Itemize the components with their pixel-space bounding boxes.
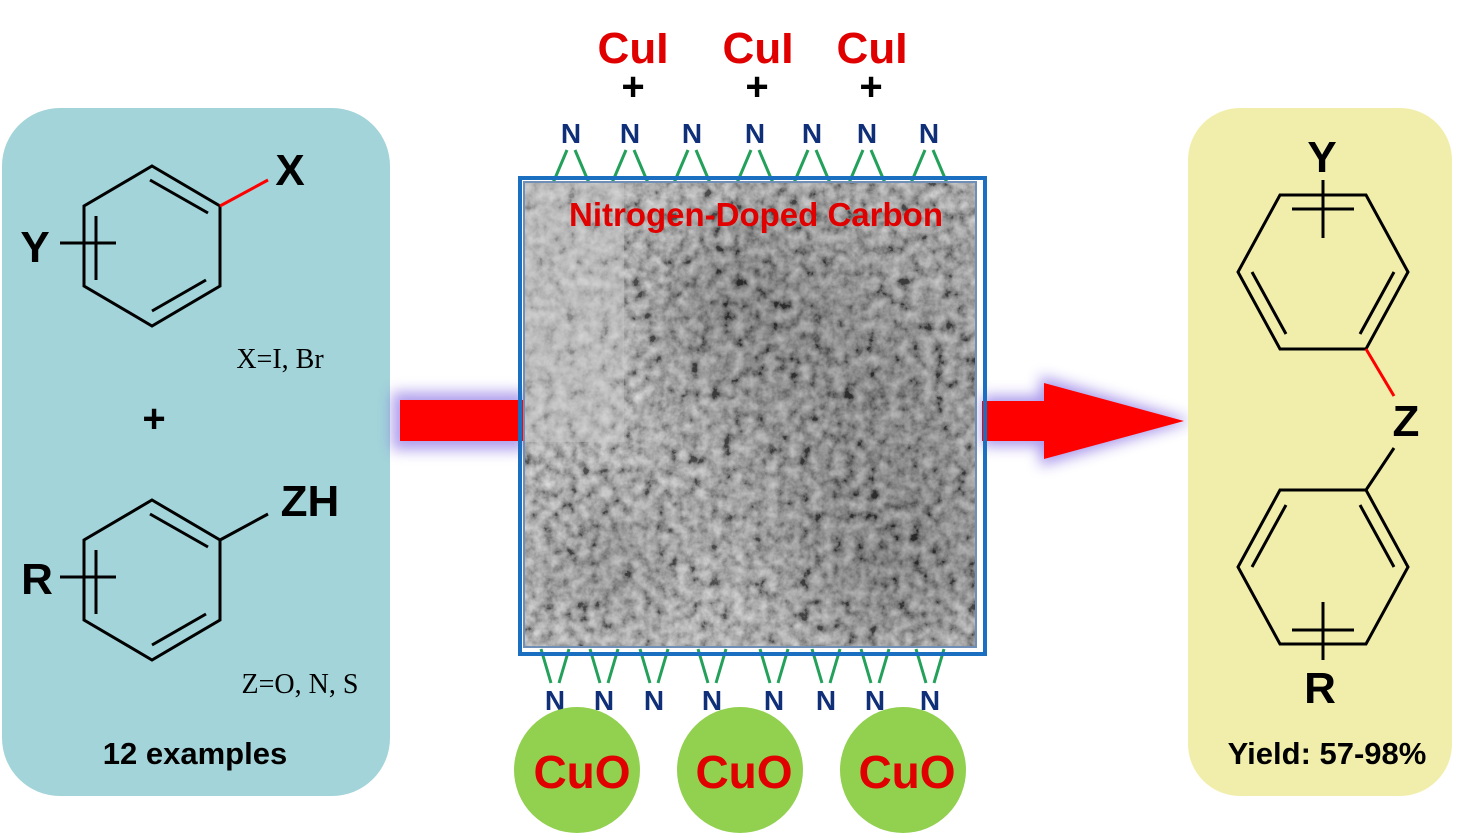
cuo-label: CuO	[533, 746, 630, 798]
nitrogen-atom: N	[545, 685, 565, 716]
nitrogen-atom: N	[764, 685, 784, 716]
nitrogen-atom: N	[702, 685, 722, 716]
nitrogen-atom: N	[816, 685, 836, 716]
yield-label: Yield: 57-98%	[1228, 736, 1427, 771]
nitrogen-atom: N	[865, 685, 885, 716]
plus-sign: +	[859, 65, 882, 109]
nitrogen-atom: N	[802, 118, 822, 149]
linker-z-label: Z	[1393, 397, 1420, 446]
cuo-label: CuO	[695, 746, 792, 798]
nitrogen-atom: N	[682, 118, 702, 149]
nitrogen-atom: N	[594, 685, 614, 716]
nitrogen-atom: N	[561, 118, 581, 149]
catalyst-title: Nitrogen-Doped Carbon	[569, 196, 943, 233]
product-substituent-y-label: Y	[1307, 133, 1336, 182]
nucleophile-label: ZH	[281, 477, 340, 526]
c-z-bond	[1364, 348, 1396, 397]
halide-condition-label: X=I, Br	[236, 344, 324, 375]
left-arrow	[392, 392, 527, 450]
catalyst-frame	[518, 176, 987, 656]
product-panel-background	[1188, 108, 1452, 796]
reactants-panel: X Y X=I, Br + ZH R Z=O, N, S 12 examples	[2, 108, 390, 796]
substituent-r-label: R	[21, 555, 53, 604]
cuo-particle: CuO	[677, 707, 803, 833]
plus-sign: +	[142, 397, 165, 441]
right-arrow	[982, 376, 1192, 466]
z-c-bond	[1364, 447, 1396, 491]
nitrogen-atom: N	[919, 118, 939, 149]
nucleophile-ring	[60, 498, 269, 662]
cui-label: CuI	[837, 24, 908, 73]
substituent-y-label: Y	[20, 223, 49, 272]
cui-label: CuI	[723, 24, 794, 73]
nitrogen-atom: N	[857, 118, 877, 149]
cuo-label: CuO	[858, 746, 955, 798]
cuo-particle: CuO	[840, 707, 966, 833]
nitrogen-atom: N	[644, 685, 664, 716]
c-x-bond	[219, 178, 269, 208]
cui-label: CuI	[598, 24, 669, 73]
product-lower-ring	[1236, 488, 1410, 660]
leaving-group-label: X	[275, 146, 304, 195]
nitrogen-atom: N	[620, 118, 640, 149]
reactants-panel-background	[2, 108, 390, 796]
cuo-particle: CuO	[514, 707, 640, 833]
tem-image: Nitrogen-Doped Carbon	[518, 176, 987, 656]
product-panel: Y Z R Yield: 57-98%	[1188, 108, 1452, 796]
plus-sign: +	[621, 65, 644, 109]
nitrogen-atom: N	[920, 685, 940, 716]
nitrogen-atom: N	[745, 118, 765, 149]
nucleophile-condition-label: Z=O, N, S	[242, 669, 359, 700]
examples-count: 12 examples	[103, 736, 287, 771]
product-substituent-r-label: R	[1304, 664, 1336, 713]
plus-sign: +	[745, 65, 768, 109]
